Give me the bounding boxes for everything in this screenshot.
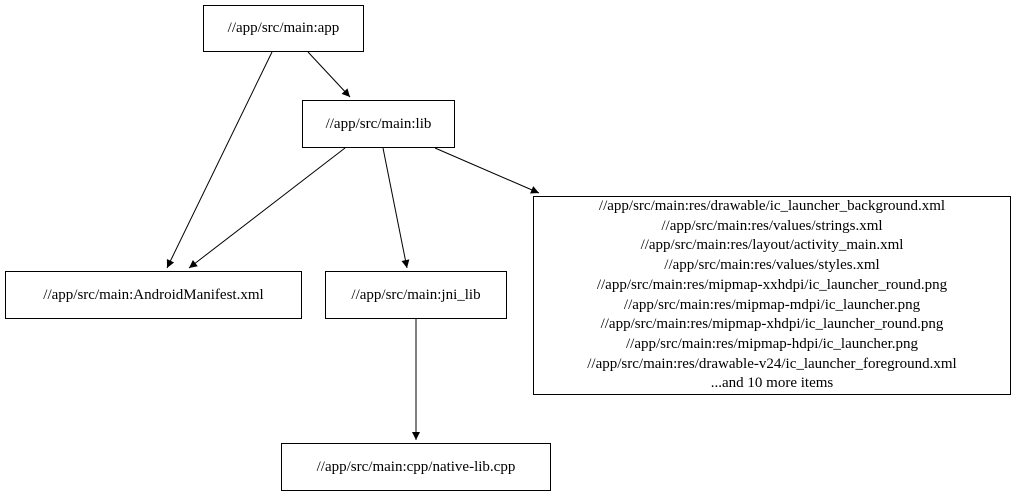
resource-item: //app/src/main:res/values/styles.xml — [664, 257, 880, 274]
node-native-lib-cpp: //app/src/main:cpp/native-lib.cpp — [281, 443, 551, 491]
edge-lib-to-jni-lib — [382, 147, 410, 269]
node-android-manifest: //app/src/main:AndroidManifest.xml — [5, 271, 302, 319]
resource-item: //app/src/main:res/mipmap-xhdpi/ic_launc… — [600, 316, 944, 333]
node-jni-lib: //app/src/main:jni_lib — [325, 271, 507, 319]
resource-item: //app/src/main:res/values/strings.xml — [661, 217, 883, 234]
edge-app-to-lib — [307, 51, 351, 98]
resource-item: //app/src/main:res/layout/activity_main.… — [640, 237, 904, 254]
resource-item: //app/src/main:res/mipmap-xxhdpi/ic_laun… — [596, 276, 948, 293]
resource-item: //app/src/main:res/mipmap-mdpi/ic_launch… — [623, 296, 921, 313]
node-resources-group: //app/src/main:res/drawable/ic_launcher_… — [533, 196, 1011, 395]
resource-item: //app/src/main:res/drawable-v24/ic_launc… — [587, 355, 957, 372]
resource-item-more: ...and 10 more items — [710, 375, 834, 392]
edge-app-to-manifest — [166, 51, 273, 269]
node-app: //app/src/main:app — [203, 5, 364, 52]
resource-item: //app/src/main:res/drawable/ic_launcher_… — [598, 197, 946, 214]
node-lib: //app/src/main:lib — [302, 100, 455, 148]
edge-lib-to-resources — [434, 147, 540, 194]
resource-item: //app/src/main:res/mipmap-hdpi/ic_launch… — [625, 335, 918, 352]
edge-lib-to-manifest — [188, 147, 346, 269]
